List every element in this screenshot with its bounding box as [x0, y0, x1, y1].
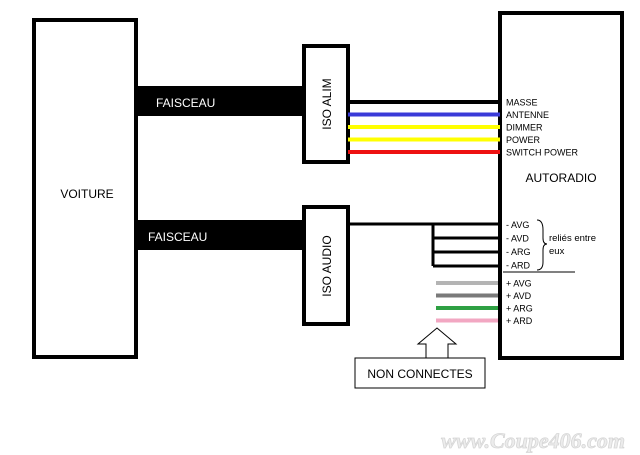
iso-alim-label: ISO ALIM: [320, 78, 334, 129]
audio-plus-wires: [436, 281, 498, 323]
autoradio-label: AUTORADIO: [525, 171, 596, 185]
harness-top-bar: [136, 86, 304, 116]
power-wire-label: SWITCH POWER: [506, 148, 578, 158]
audio-minus-wires: [348, 222, 500, 268]
harness-bottom-label: FAISCEAU: [148, 230, 207, 244]
audio-plus-label: + AVG: [506, 279, 532, 289]
watermark: www.Coupe406.com: [441, 428, 625, 453]
audio-plus-labels: + AVG + AVD + ARG + ARD: [506, 279, 533, 327]
audio-plus-label: + AVD: [506, 291, 532, 301]
harness-bottom-bar: [136, 220, 304, 250]
audio-plus-label: + ARD: [506, 316, 533, 326]
audio-minus-label: - ARD: [506, 261, 531, 271]
audio-minus-labels: - AVG - AVD - ARG - ARD: [506, 220, 531, 271]
power-wire-labels: MASSE ANTENNE DIMMER POWER SWITCH POWER: [506, 98, 578, 158]
iso-audio-connector: [302, 205, 350, 326]
linked-note-line1: reliés entre: [549, 233, 596, 244]
power-wire-label: MASSE: [506, 98, 538, 108]
linked-note-line2: eux: [549, 246, 565, 257]
voiture-label: VOITURE: [60, 187, 113, 201]
autoradio-block: [498, 11, 624, 360]
audio-minus-label: - ARG: [506, 247, 531, 257]
power-wires: [348, 100, 500, 154]
power-wire-label: ANTENNE: [506, 110, 549, 120]
harness-top-label: FAISCEAU: [156, 96, 215, 110]
callout-arrow: [416, 327, 458, 359]
iso-audio-label: ISO AUDIO: [320, 235, 334, 296]
audio-minus-label: - AVD: [506, 234, 529, 244]
linked-brace: [536, 219, 548, 271]
callout-box: [354, 357, 486, 389]
power-wire-label: DIMMER: [506, 123, 543, 133]
voiture-block: [32, 18, 138, 359]
callout-label: NON CONNECTES: [367, 367, 472, 381]
audio-minus-label: - AVG: [506, 220, 529, 230]
audio-plus-label: + ARG: [506, 304, 533, 314]
power-wire-label: POWER: [506, 135, 541, 145]
